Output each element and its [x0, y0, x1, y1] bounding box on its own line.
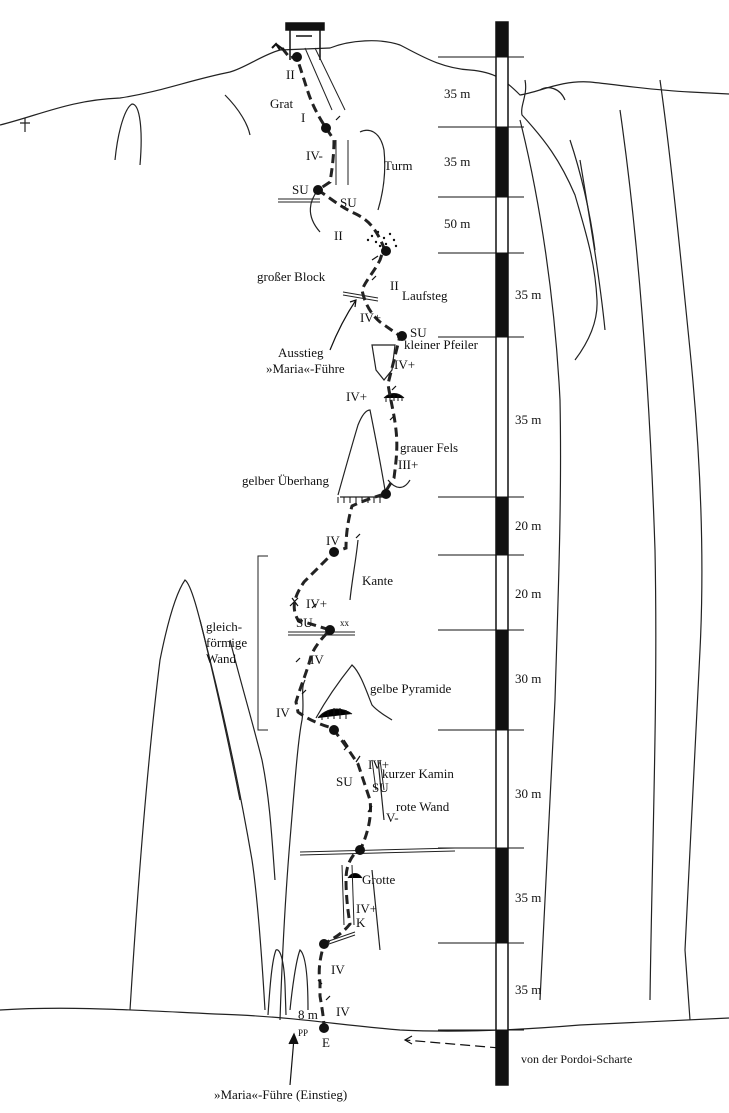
- pitch-length-7: 20 m: [515, 586, 541, 601]
- pitch-length-8: 30 m: [515, 671, 541, 686]
- pitch-length-4: 35 m: [515, 287, 541, 302]
- grade-iv-plus-6: IV+: [356, 901, 377, 916]
- grade-iii-plus: III+: [398, 457, 418, 472]
- label-gleich: gleich-: [206, 619, 242, 634]
- grade-iv-4: IV: [331, 962, 345, 977]
- label-turm: Turm: [384, 158, 412, 173]
- pitch-length-6: 20 m: [515, 518, 541, 533]
- mountain-outline: [0, 40, 729, 1032]
- label-grauer-fels: grauer Fels: [400, 440, 458, 455]
- grade-ii-lauf: II: [390, 278, 399, 293]
- pitch-length-2: 35 m: [444, 154, 470, 169]
- label-maria-fuehre: »Maria«-Führe: [266, 361, 345, 376]
- svg-text:xx: xx: [340, 618, 350, 628]
- label-foermige: förmige: [206, 635, 247, 650]
- ledges: [278, 198, 456, 946]
- label-pordoi: von der Pordoi-Scharte: [521, 1052, 632, 1066]
- belay-labels: SU SU SU SU SU SU: [292, 182, 427, 795]
- label-grosser-block: großer Block: [257, 269, 326, 284]
- label-laufsteg: Laufsteg: [402, 288, 448, 303]
- label-gelbe-pyramide: gelbe Pyramide: [370, 681, 451, 696]
- pitch-scale-bar: [438, 21, 524, 1086]
- exit-arrow-icon: [271, 42, 285, 51]
- grade-top: II: [286, 67, 295, 82]
- pitch-length-labels: 35 m 35 m 50 m 35 m 35 m 20 m 20 m 30 m …: [444, 86, 541, 997]
- grade-iv-plus-4: IV+: [306, 596, 327, 611]
- su-label-6: SU: [372, 780, 389, 795]
- su-label-3: SU: [410, 325, 427, 340]
- su-label-1: SU: [292, 182, 309, 197]
- pitch-length-11: 35 m: [515, 982, 541, 997]
- summit-hut-icon: [285, 22, 325, 60]
- chimney-lines: [304, 47, 385, 926]
- grade-k: K: [356, 915, 366, 930]
- label-kurzer-kamin: kurzer Kamin: [382, 766, 454, 781]
- grade-8m: 8 m: [298, 1007, 318, 1022]
- grade-grat: I: [301, 110, 305, 125]
- route-line: [280, 47, 402, 1029]
- grade-iv-plus-2: IV+: [394, 357, 415, 372]
- feature-labels: Grat Turm großer Block Laufsteg Ausstieg…: [206, 96, 632, 1102]
- grade-e: E: [322, 1035, 330, 1050]
- maria-arrows: [288, 299, 357, 1086]
- approach-arrow: [403, 1035, 501, 1049]
- grade-labels: II I IV- II II IV+ IV+ IV+ III+ IV IV+ I…: [276, 67, 418, 1050]
- label-grat: Grat: [270, 96, 293, 111]
- label-kleiner-pfeiler: kleiner Pfeiler: [404, 337, 479, 352]
- grade-iv-plus-1: IV+: [360, 310, 381, 325]
- svg-text:PP: PP: [298, 1028, 308, 1038]
- su-label-2: SU: [340, 195, 357, 210]
- su-label-4: SU: [296, 615, 313, 630]
- pitch-length-3: 50 m: [444, 216, 470, 231]
- label-grotte: Grotte: [362, 872, 395, 887]
- grade-ii-su: II: [334, 228, 343, 243]
- pitch-length-5: 35 m: [515, 412, 541, 427]
- grade-v-minus: V-: [386, 810, 399, 825]
- grade-iv-minus-1: IV-: [306, 148, 323, 163]
- piton-marks: [289, 115, 397, 1001]
- grade-iv-1: IV: [326, 533, 340, 548]
- piton-xx: xx PP: [298, 618, 350, 1038]
- label-rote-wand: rote Wand: [396, 799, 450, 814]
- label-gelber-ueberhang: gelber Überhang: [242, 473, 329, 488]
- pitch-length-9: 30 m: [515, 786, 541, 801]
- pitch-length-10: 35 m: [515, 890, 541, 905]
- grade-iv-2: IV: [310, 652, 324, 667]
- grade-iv-plus-3: IV+: [346, 389, 367, 404]
- wall-bracket: [257, 555, 268, 731]
- label-ausstieg: Ausstieg: [278, 345, 324, 360]
- pitch-length-1: 35 m: [444, 86, 470, 101]
- grade-iv-plus-5: IV+: [368, 757, 389, 772]
- label-einstieg: »Maria«-Führe (Einstieg): [214, 1087, 347, 1102]
- grade-iv-3: IV: [276, 705, 290, 720]
- label-wand: Wand: [206, 651, 236, 666]
- belay-stations: [292, 52, 407, 1033]
- label-kante: Kante: [362, 573, 393, 588]
- grade-iv-5: IV: [336, 1004, 350, 1019]
- overhang-hatch: [317, 393, 405, 879]
- su-label-5: SU: [336, 774, 353, 789]
